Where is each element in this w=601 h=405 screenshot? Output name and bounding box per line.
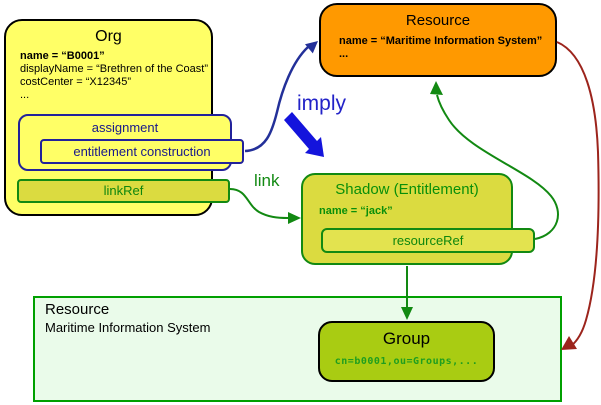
- resource-bottom-subtitle: Maritime Information System: [45, 320, 211, 335]
- resource-top-ellipsis: ...: [339, 48, 349, 60]
- resource-top-box: Resource name = “Maritime Information Sy…: [319, 3, 557, 77]
- resourceref-box: resourceRef: [321, 228, 535, 253]
- org-attributes: name = “B0001” displayName = “Brethren o…: [20, 50, 208, 102]
- group-title: Group: [382, 329, 431, 348]
- resource-top-attr-name: name = “Maritime Information System”: [339, 35, 543, 47]
- resource-top-title: Resource: [405, 12, 471, 29]
- resourceref-label: resourceRef: [392, 233, 464, 248]
- group-dn: cn=b0001,ou=Groups,...: [334, 356, 479, 367]
- imply-label: imply: [297, 92, 347, 115]
- linkref-to-shadow-arrow: [229, 188, 301, 224]
- resource-bottom-title: Resource: [45, 301, 110, 318]
- entitlement-construction-label: entitlement construction: [73, 144, 211, 159]
- assignment-label: assignment: [91, 120, 159, 135]
- resource-to-resource-arrow: [556, 41, 600, 350]
- link-label: link: [254, 171, 280, 190]
- org-title: Org: [95, 28, 122, 45]
- imply-arrow: [284, 112, 324, 157]
- org-attr-displayname: displayName = “Brethren of the Coast”: [20, 63, 209, 75]
- resource-top-attributes: name = “Maritime Information System” ...: [339, 35, 542, 61]
- org-attr-costcenter: costCenter = “X12345”: [20, 76, 131, 88]
- group-box: Group cn=b0001,ou=Groups,...: [318, 321, 495, 382]
- linkref-box: linkRef: [17, 179, 230, 203]
- entitlement-construction-box: entitlement construction: [40, 139, 244, 164]
- org-attr-ellipsis: ...: [20, 89, 30, 101]
- org-attr-name: name = “B0001”: [20, 50, 105, 62]
- shadow-attr-name: name = “jack”: [319, 205, 393, 217]
- linkref-label: linkRef: [103, 183, 144, 198]
- shadow-title: Shadow (Entitlement): [335, 181, 479, 198]
